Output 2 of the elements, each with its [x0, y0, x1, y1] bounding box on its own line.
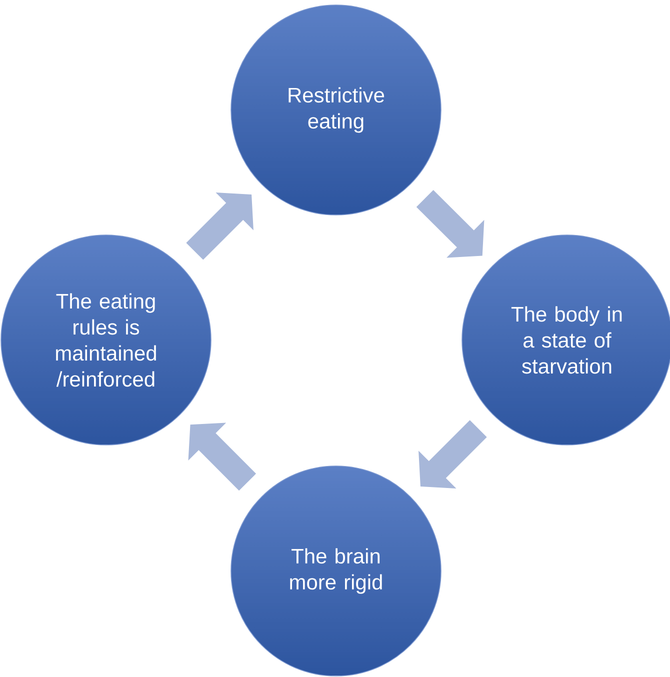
block-arrow: [418, 420, 487, 488]
block-arrow: [186, 192, 254, 260]
